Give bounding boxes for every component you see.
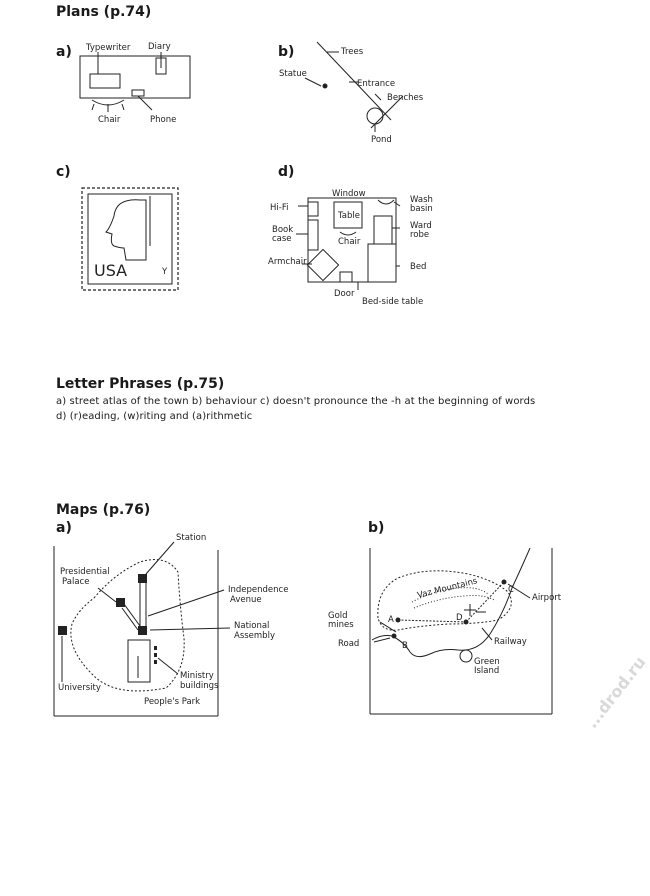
label-robe: robe: [410, 230, 429, 240]
label-typewriter: Typewriter: [85, 43, 131, 53]
label-case: case: [272, 234, 292, 244]
label-national: National: [234, 621, 269, 631]
plan-a-desk-diagram: Typewriter Diary Chair Phone: [79, 42, 191, 125]
label-wash: Wash: [410, 195, 433, 205]
section-title-letter-phrases: Letter Phrases (p.75): [56, 376, 225, 392]
label-book: Book: [272, 225, 293, 235]
label-peoples-park: People's Park: [144, 697, 200, 707]
label-gold: Gold: [328, 611, 348, 621]
label-station: Station: [176, 533, 206, 543]
figure-label-plans-c: c): [56, 164, 71, 180]
letter-phrases-line-2: d) (r)eading, (w)riting and (a)rithmetic: [56, 411, 253, 422]
label-window: Window: [332, 189, 366, 199]
label-chair: Chair: [98, 115, 121, 125]
label-pond: Pond: [371, 135, 392, 145]
letter-phrases-line-1: a) street atlas of the town b) behaviour…: [56, 396, 536, 407]
label-point-d: D: [456, 613, 463, 623]
stamp-usa: USA: [94, 261, 127, 280]
label-point-b: B: [402, 641, 408, 651]
figure-label-plans-a: a): [56, 44, 72, 60]
figure-label-maps-a: a): [56, 520, 72, 536]
label-door: Door: [334, 289, 355, 299]
map-b-country-diagram: Vaz Mountains Airport Gold mines Road Ra…: [328, 547, 562, 715]
label-statue: Statue: [279, 69, 307, 79]
label-diary: Diary: [148, 42, 171, 52]
section-title-maps: Maps (p.76): [56, 502, 151, 518]
label-bedside: Bed-side table: [362, 297, 423, 307]
label-independence: Independence: [228, 585, 288, 595]
section-title-plans: Plans (p.74): [56, 4, 152, 20]
label-point-a: A: [388, 615, 394, 625]
plan-c-stamp-diagram: USA Y: [81, 187, 179, 291]
label-university: University: [58, 683, 101, 693]
label-mines: mines: [328, 620, 354, 630]
label-airport: Airport: [532, 593, 562, 603]
stamp-small-letter: Y: [161, 267, 168, 277]
plan-b-park-diagram: Trees Statue Entrance Benches Pond: [279, 41, 424, 145]
label-phone: Phone: [150, 115, 176, 125]
watermark: ...drod.ru: [582, 652, 650, 732]
figure-label-plans-d: d): [278, 164, 295, 180]
label-basin: basin: [410, 204, 433, 214]
label-island: Island: [474, 666, 499, 676]
label-benches: Benches: [387, 93, 424, 103]
label-avenue: Avenue: [230, 595, 262, 605]
label-ministry: Ministry: [180, 671, 214, 681]
label-hifi: Hi-Fi: [270, 203, 288, 213]
label-railway: Railway: [494, 637, 527, 647]
label-road: Road: [338, 639, 359, 649]
label-green: Green: [474, 657, 500, 667]
label-bed: Bed: [410, 262, 426, 272]
label-ward: Ward: [410, 221, 432, 231]
label-buildings: buildings: [180, 681, 219, 691]
label-assembly: Assembly: [234, 631, 275, 641]
label-entrance: Entrance: [357, 79, 395, 89]
label-point-c: C: [508, 585, 514, 595]
map-a-town-diagram: Station Presidential Palace Independence…: [53, 533, 288, 717]
figure-label-maps-b: b): [368, 520, 385, 536]
label-presidential: Presidential: [60, 567, 110, 577]
label-vaz-mountains: Vaz Mountains: [416, 576, 479, 601]
figure-label-plans-b: b): [278, 44, 295, 60]
label-trees: Trees: [340, 47, 364, 57]
label-armchair: Armchair: [268, 257, 307, 267]
label-palace: Palace: [62, 577, 89, 587]
label-chair-d: Chair: [338, 237, 361, 247]
label-table: Table: [337, 211, 360, 221]
plan-d-bedroom-diagram: Window Hi-Fi Table Wash basin Book case …: [268, 189, 433, 307]
